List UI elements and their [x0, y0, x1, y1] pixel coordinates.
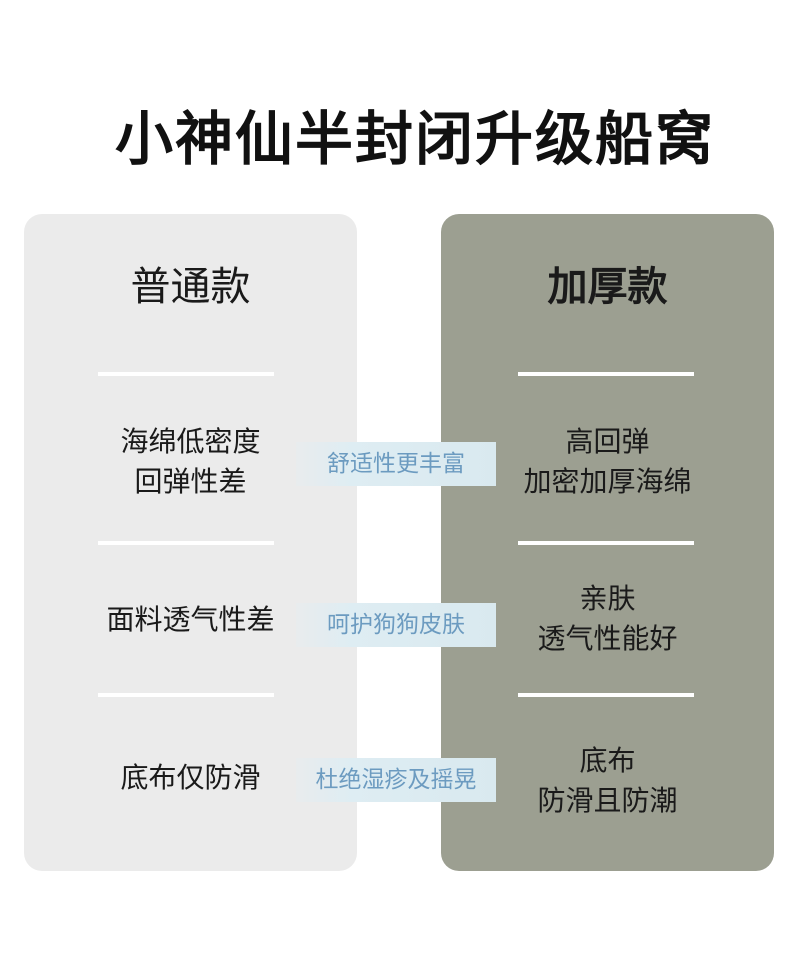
thickened-base-text: 底布 防滑且防潮	[537, 744, 678, 817]
standard-divider	[98, 541, 274, 545]
standard-divider	[98, 372, 274, 376]
standard-base-text: 底布仅防滑	[120, 761, 261, 794]
thickened-heading: 加厚款	[547, 264, 668, 310]
skin-care-tag: 呵护狗狗皮肤	[296, 603, 496, 647]
thickened-divider	[518, 541, 694, 545]
thickened-divider	[518, 693, 694, 697]
standard-heading: 普通款	[130, 264, 251, 310]
thickened-divider	[518, 372, 694, 376]
thickened-sponge-text: 高回弹 加密加厚海绵	[523, 425, 692, 498]
comfort-tag: 舒适性更丰富	[296, 442, 496, 486]
standard-sponge-text: 海绵低密度 回弹性差	[120, 425, 261, 498]
thickened-fabric-text: 亲肤 透气性能好	[537, 582, 678, 655]
page-title: 小神仙半封闭升级船窝	[114, 105, 715, 173]
anti-eczema-tag: 杜绝湿疹及摇晃	[296, 758, 496, 802]
standard-fabric-text: 面料透气性差	[106, 603, 275, 636]
standard-divider	[98, 693, 274, 697]
